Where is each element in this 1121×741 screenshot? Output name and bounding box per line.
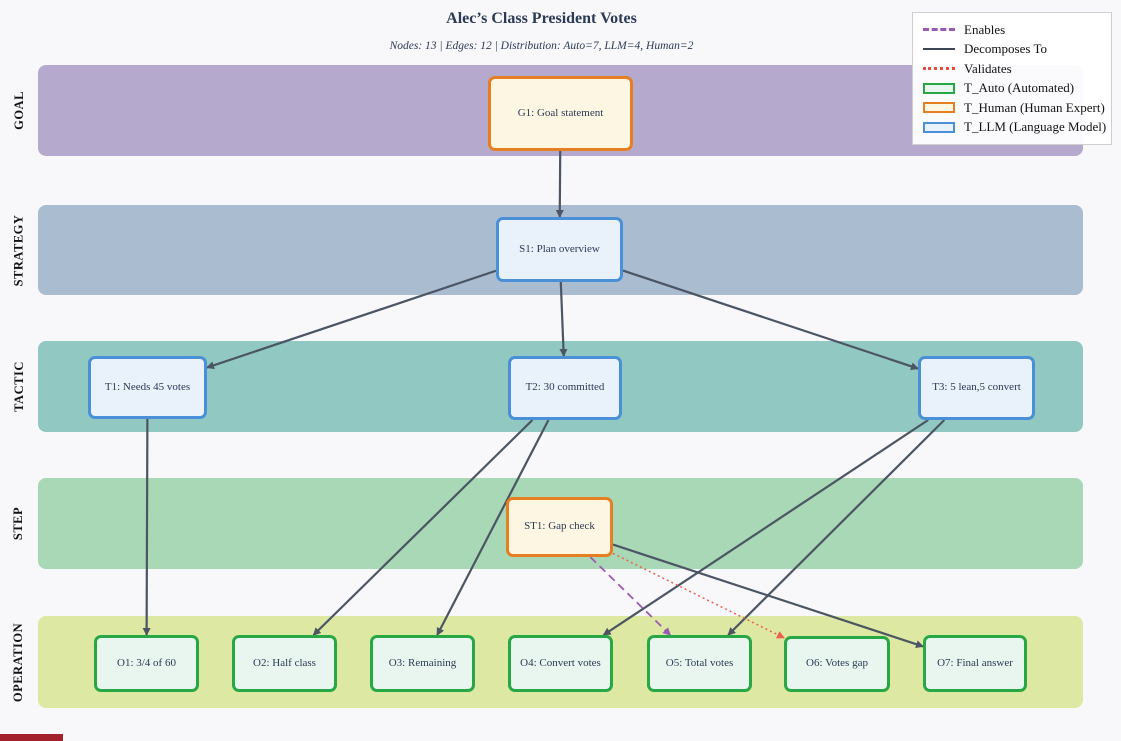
edge-ST1-O5	[589, 556, 671, 636]
t-auto-box-swatch	[923, 82, 955, 94]
legend-item-t-human: T_Human (Human Expert)	[923, 98, 1105, 118]
edge-T1-O1	[142, 418, 151, 636]
legend-item-enables: Enables	[923, 20, 1101, 40]
node-O2: O2: Half class	[232, 635, 337, 692]
edge-ST1-O6	[612, 552, 785, 639]
legend-label-enables: Enables	[964, 21, 1006, 37]
t-human-box-swatch	[923, 102, 955, 114]
edge-T2-O3	[436, 419, 550, 636]
legend-label-validates: Validates	[964, 60, 1012, 76]
node-O1: O1: 3/4 of 60	[94, 635, 199, 692]
node-O5: O5: Total votes	[647, 635, 752, 692]
legend-item-t-auto: T_Auto (Automated)	[923, 79, 1101, 99]
node-T3: T3: 5 lean,5 convert	[918, 356, 1035, 420]
edge-S1-T1	[206, 269, 497, 370]
node-G1: G1: Goal statement	[488, 76, 633, 151]
legend-label-decomposes: Decomposes To	[964, 41, 1047, 57]
legend-label-t-human: T_Human (Human Expert)	[964, 99, 1105, 115]
validates-line-swatch	[923, 67, 955, 71]
legend-item-validates: Validates	[923, 59, 1101, 79]
node-O4: O4: Convert votes	[508, 635, 613, 692]
node-O3: O3: Remaining	[370, 635, 475, 692]
legend-label-t-llm: T_LLM (Language Model)	[964, 119, 1107, 135]
legend-item-decomposes: Decomposes To	[923, 40, 1101, 60]
t-llm-box-swatch	[923, 121, 955, 133]
node-ST1: ST1: Gap check	[506, 497, 613, 557]
edge-T3-O4	[602, 419, 929, 636]
node-T1: T1: Needs 45 votes	[88, 356, 207, 419]
edge-T2-O2	[312, 419, 534, 636]
legend-label-t-auto: T_Auto (Automated)	[964, 80, 1075, 96]
node-O7: O7: Final answer	[923, 635, 1027, 692]
decomposes-line-swatch	[923, 48, 955, 51]
node-O6: O6: Votes gap	[784, 636, 890, 692]
edge-ST1-O7	[612, 543, 924, 649]
legend-item-t-llm: T_LLM (Language Model)	[923, 118, 1106, 138]
diagram-title: Alec’s Class President Votes	[446, 10, 637, 27]
node-T2: T2: 30 committed	[508, 356, 622, 420]
edge-S1-T2	[559, 281, 568, 357]
enables-line-swatch	[923, 28, 955, 32]
node-S1: S1: Plan overview	[496, 217, 623, 282]
bottom-left-red-bar	[0, 734, 63, 741]
diagram-subtitle: Nodes: 13 | Edges: 12 | Distribution: Au…	[389, 40, 694, 52]
edge-S1-T3	[622, 269, 919, 371]
edge-T3-O5	[727, 419, 946, 636]
